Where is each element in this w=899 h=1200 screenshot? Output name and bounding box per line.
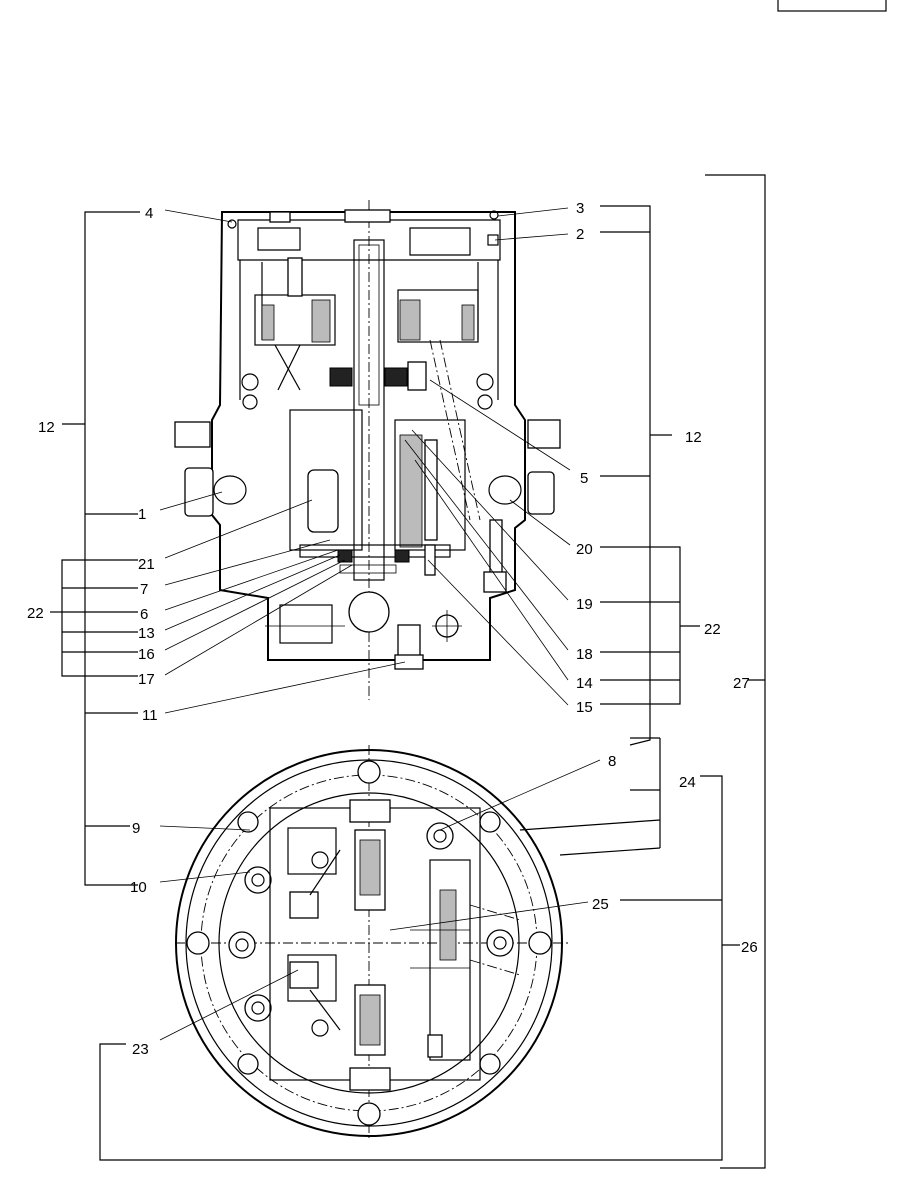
callout-16: 16 [138,646,155,663]
callout-26: 26 [741,939,758,956]
callout-17: 17 [138,671,155,688]
callout-4: 4 [145,205,153,222]
callout-10: 10 [130,879,147,896]
callout-11: 11 [142,707,158,724]
end-view [175,745,570,1140]
callout-1: 1 [138,506,146,523]
callout-19: 19 [576,596,593,613]
callout-8: 8 [608,753,616,770]
callout-3: 3 [576,200,584,217]
callout-27: 27 [733,675,750,692]
side-section-view [174,200,561,700]
callout-12-left: 12 [38,419,55,436]
callout-23: 23 [132,1041,149,1058]
callout-22-left: 22 [27,605,44,622]
callout-25: 25 [592,896,609,913]
callout-15: 15 [576,699,593,716]
callout-24: 24 [679,774,696,791]
callout-5: 5 [580,470,588,487]
callout-20: 20 [576,541,593,558]
callout-12-right: 12 [685,429,702,446]
leader-lines [50,174,766,1169]
callout-6: 6 [140,606,148,623]
callout-9: 9 [132,820,140,837]
page-reference-box [777,0,887,12]
callout-21: 21 [138,556,155,573]
callout-7: 7 [140,581,148,598]
callout-14: 14 [576,675,593,692]
callout-2: 2 [576,226,584,243]
callout-13: 13 [138,625,155,642]
callout-labels: 1 2 3 4 5 6 7 8 9 10 11 12 12 13 14 15 1… [27,200,758,1058]
callout-18: 18 [576,646,593,663]
callout-22-right: 22 [704,621,721,638]
